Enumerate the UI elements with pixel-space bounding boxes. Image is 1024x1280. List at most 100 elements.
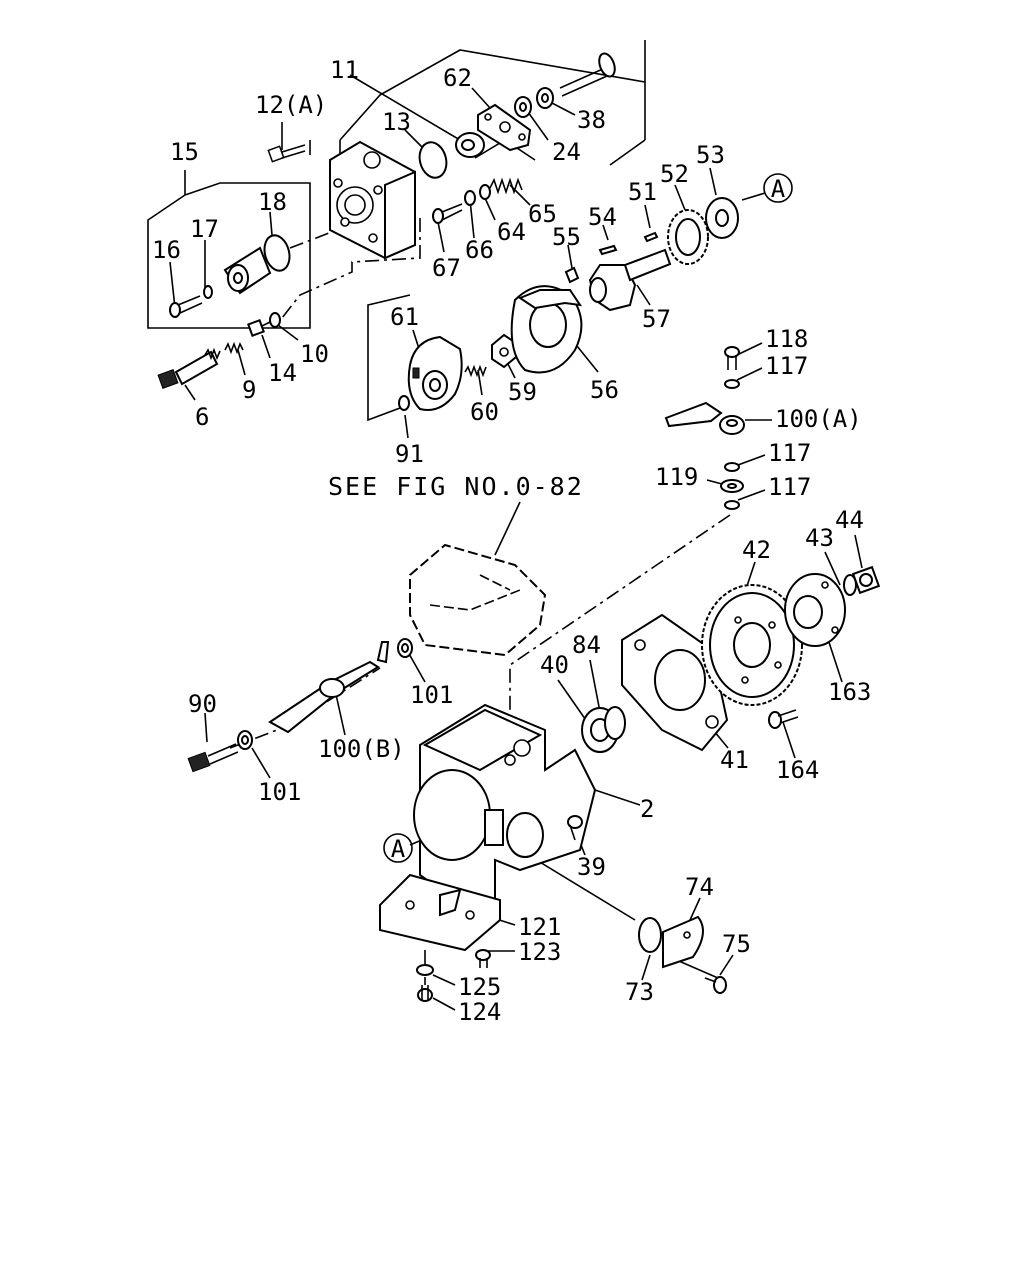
label-117b: 117 [768, 439, 811, 467]
label-118: 118 [765, 325, 808, 353]
washer-10 [269, 312, 281, 328]
label-17: 17 [190, 215, 219, 243]
label-57: 57 [642, 305, 671, 333]
label-74: 74 [685, 873, 714, 901]
label-90: 90 [188, 690, 217, 718]
washer-119 [720, 479, 744, 493]
bolt-12a [267, 144, 306, 163]
screw-39 [567, 815, 583, 841]
reference-note: SEE FIG NO.0-82 [328, 472, 584, 501]
part-labels: SEE FIG NO.0-82 11 12(A) 13 15 18 17 16 … [152, 56, 871, 1026]
bushing [455, 132, 485, 158]
label-51: 51 [628, 178, 657, 206]
label-13: 13 [382, 108, 411, 136]
label-2: 2 [640, 795, 654, 823]
svg-text:A: A [771, 175, 786, 203]
label-12a: 12(A) [255, 91, 327, 119]
label-40: 40 [540, 651, 569, 679]
pin-67 [432, 203, 463, 224]
label-56: 56 [590, 376, 619, 404]
label-119: 119 [655, 463, 698, 491]
label-121: 121 [518, 913, 561, 941]
label-163: 163 [828, 678, 871, 706]
o-ring-73 [638, 917, 662, 953]
referenced-assembly [409, 543, 547, 657]
seal-84 [604, 706, 626, 740]
cover-housing-11 [329, 140, 416, 260]
label-164: 164 [776, 756, 819, 784]
label-9: 9 [242, 376, 256, 404]
label-73: 73 [625, 978, 654, 1006]
label-66: 66 [465, 236, 494, 264]
screw-123 [475, 949, 491, 968]
label-59: 59 [508, 378, 537, 406]
label-6: 6 [195, 403, 209, 431]
spring-65 [489, 177, 523, 195]
cover-74 [662, 915, 704, 969]
label-64: 64 [497, 218, 526, 246]
cover-plate-41 [621, 613, 729, 752]
pipe-100b [268, 641, 390, 734]
label-55: 55 [552, 223, 581, 251]
label-62: 62 [443, 64, 472, 92]
washer-117a [724, 379, 740, 389]
ring-91 [398, 395, 410, 411]
label-100a: 100(A) [775, 405, 862, 433]
gear-52 [667, 209, 709, 265]
label-84: 84 [572, 631, 601, 659]
plug-17 [203, 246, 272, 299]
label-53: 53 [696, 141, 725, 169]
label-60: 60 [470, 398, 499, 426]
spring-60 [464, 364, 487, 378]
label-42: 42 [742, 536, 771, 564]
washer-43 [843, 574, 857, 596]
label-124: 124 [458, 998, 501, 1026]
plate-62 [477, 103, 532, 152]
washer-24 [514, 96, 532, 118]
label-101a: 101 [410, 681, 453, 709]
label-101b: 101 [258, 778, 301, 806]
washer-101b [237, 730, 253, 750]
washer-117b [724, 462, 740, 472]
washer-117c [724, 500, 740, 510]
key-51 [643, 231, 659, 243]
label-41: 41 [720, 746, 749, 774]
valve-6 [157, 347, 221, 389]
label-16: 16 [152, 236, 181, 264]
callout-marker-a-top: A [763, 173, 793, 203]
screw-16 [169, 295, 203, 318]
label-75: 75 [722, 930, 751, 958]
washer-53 [705, 197, 739, 239]
washer-125 [416, 964, 434, 976]
spring-9 [224, 341, 244, 355]
o-ring-18 [263, 234, 291, 272]
svg-text:A: A [391, 835, 406, 863]
label-14: 14 [268, 359, 297, 387]
drive-shaft-57 [588, 248, 672, 312]
gear-42 [701, 584, 803, 706]
label-52: 52 [660, 160, 689, 188]
label-117a: 117 [765, 352, 808, 380]
pipe-100a [664, 401, 745, 435]
pin-55 [564, 266, 580, 284]
washer-101a [397, 638, 413, 658]
label-24: 24 [552, 138, 581, 166]
key-54 [598, 244, 618, 256]
label-18: 18 [258, 188, 287, 216]
label-11: 11 [330, 56, 359, 84]
hub-163 [784, 573, 846, 647]
label-125: 125 [458, 973, 501, 1001]
bolt-124 [417, 985, 433, 1002]
label-65: 65 [528, 200, 557, 228]
parts [157, 52, 881, 1002]
label-123: 123 [518, 938, 561, 966]
bolt-118 [724, 346, 740, 370]
bracket-121 [379, 873, 501, 952]
ring-64 [479, 184, 491, 200]
bolt-164 [768, 709, 799, 729]
label-117c: 117 [768, 473, 811, 501]
plate-61 [407, 335, 463, 411]
label-67: 67 [432, 254, 461, 282]
label-38: 38 [577, 106, 606, 134]
